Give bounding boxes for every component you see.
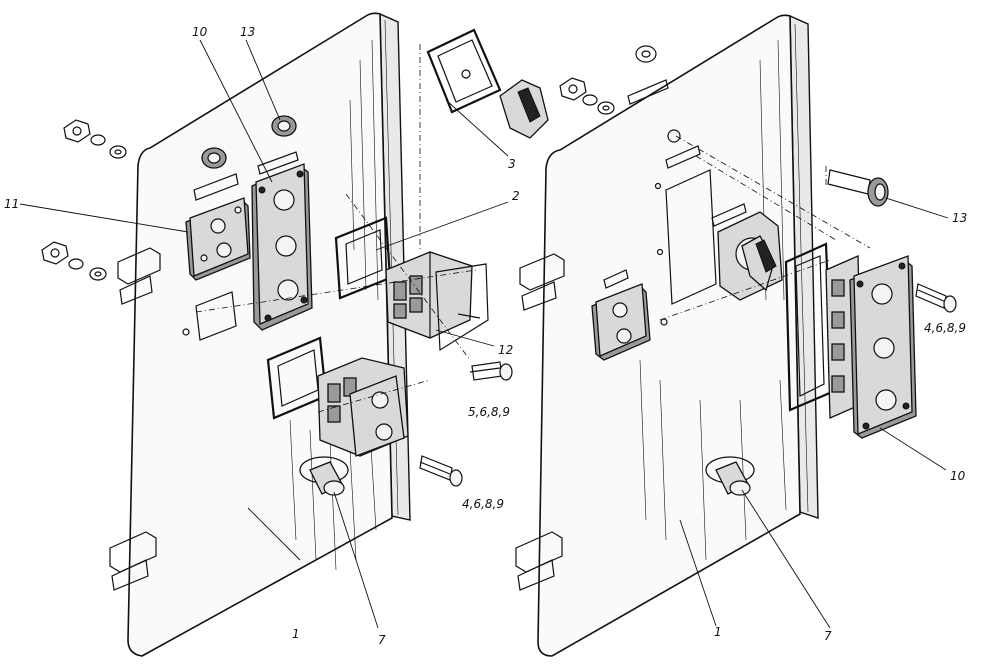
left-label-frame-a <box>193 173 239 201</box>
callout-right-4689: 4,6,8,9 <box>924 321 966 335</box>
callout-left-3: 3 <box>508 157 516 171</box>
right-hinge-top <box>519 253 565 311</box>
left-door-panel <box>109 12 411 657</box>
left-fastener-set-mid <box>41 241 107 281</box>
left-small-gasket <box>195 291 237 341</box>
right-knob-switch <box>717 211 783 301</box>
right-screw-4689 <box>915 283 957 313</box>
right-lock <box>705 456 755 496</box>
callout-left-1: 1 <box>292 627 300 641</box>
callout-left-10: 10 <box>192 25 208 39</box>
callout-right-10: 10 <box>950 469 966 483</box>
right-top-washer <box>635 45 657 63</box>
right-label-frame-a <box>665 145 701 169</box>
right-fastener-set-top <box>559 77 615 115</box>
callout-left-4689: 4,6,8,9 <box>462 497 504 511</box>
left-knob <box>499 79 549 139</box>
left-button-plate-10 <box>251 163 313 331</box>
right-window-cutout <box>665 169 717 305</box>
left-fastener-set-top <box>63 119 127 159</box>
left-assembly <box>19 12 549 657</box>
callout-labels: 10 13 11 3 2 12 5,6,8,9 4,6,8,9 1 7 13 4… <box>4 25 967 647</box>
right-assembly <box>515 14 957 657</box>
left-screw-4689 <box>419 455 463 487</box>
callout-left-11: 11 <box>4 197 19 211</box>
left-lock <box>299 456 349 496</box>
callout-left-2: 2 <box>512 189 520 203</box>
left-screw-5689 <box>469 361 513 381</box>
left-label-frame-b <box>257 151 299 175</box>
right-hinge-bottom <box>515 531 563 591</box>
right-mount-hole-top <box>667 129 681 143</box>
callout-right-7: 7 <box>824 629 832 643</box>
right-door-panel <box>515 14 819 657</box>
callout-left-12: 12 <box>498 343 513 357</box>
left-mount-hole <box>182 328 190 336</box>
callout-right-1: 1 <box>714 625 722 639</box>
callout-right-13: 13 <box>952 211 967 225</box>
right-grommet-13 <box>827 169 889 207</box>
right-label-frame-c <box>603 269 629 289</box>
left-button-plate-11 <box>185 197 251 281</box>
right-small-plate <box>591 283 651 361</box>
left-grommet-13 <box>271 115 297 137</box>
left-grommet-upper <box>201 147 227 169</box>
callout-left-13: 13 <box>240 25 255 39</box>
callout-left-7: 7 <box>378 633 386 647</box>
callout-left-5689: 5,6,8,9 <box>468 405 510 419</box>
left-switch-12 <box>385 251 489 352</box>
left-hinge-bottom <box>109 531 157 591</box>
right-button-plate-10 <box>849 255 917 439</box>
left-hinge-top <box>117 247 161 305</box>
right-label-frame-b <box>711 203 747 227</box>
left-lower-switch <box>317 357 409 457</box>
left-gasket-3 <box>426 28 502 114</box>
right-top-label-frame <box>627 79 669 105</box>
